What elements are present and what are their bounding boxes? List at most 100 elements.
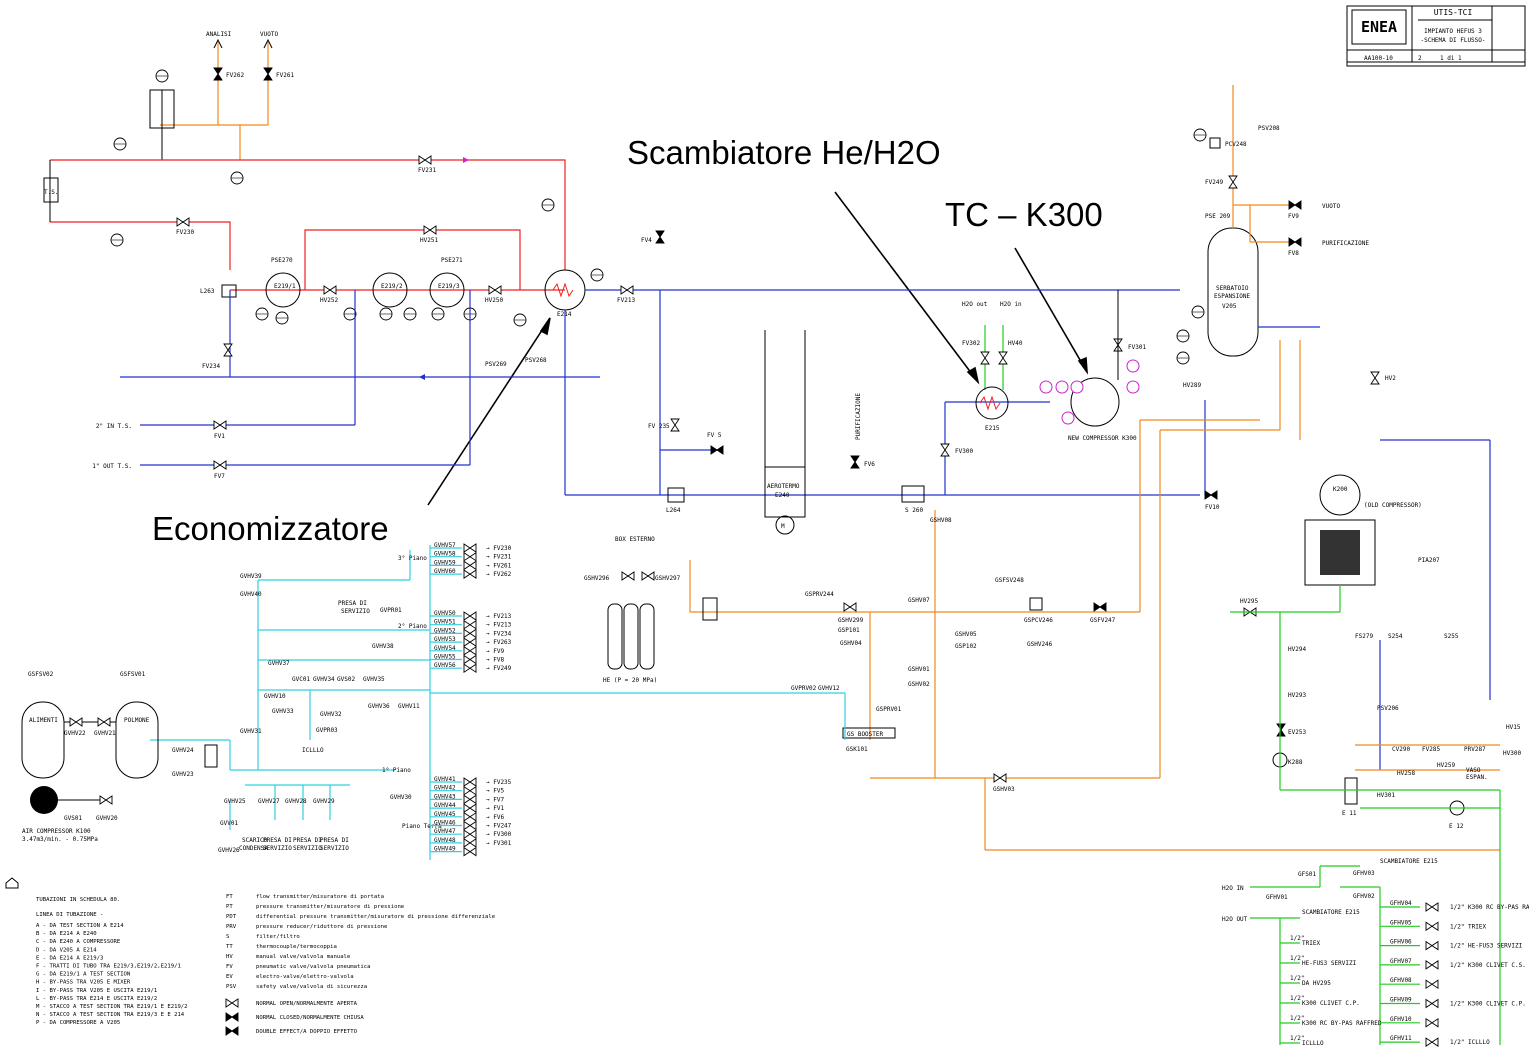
gvhv-label: GVHV54	[434, 645, 456, 652]
gvhv-label: GVHV58	[434, 551, 456, 558]
svg-text:NEW COMPRESSOR K300: NEW COMPRESSOR K300	[1068, 435, 1137, 442]
legend-abbr-desc: filter/filtro	[256, 934, 300, 940]
gf-right-item: 1/2" HE-FUS3 SERVIZI	[1450, 943, 1523, 950]
svg-text:H2O OUT: H2O OUT	[1222, 916, 1248, 923]
svg-text:GSHV05: GSHV05	[955, 631, 977, 638]
serbatoio-v205: SERBATOIO ESPANSIONE V205 PSE 209 FV249 …	[1176, 85, 1396, 389]
gf-left-item: ICLLLO	[1302, 1040, 1324, 1047]
valve-symbol	[1425, 1018, 1439, 1028]
svg-text:VASO: VASO	[1466, 767, 1481, 774]
svg-text:1° Piano: 1° Piano	[382, 767, 411, 774]
svg-text:GSHV246: GSHV246	[1027, 641, 1053, 648]
svg-text:HV251: HV251	[420, 237, 438, 244]
svg-text:GVHV32: GVHV32	[320, 711, 342, 718]
revision: 2	[1418, 55, 1422, 62]
svg-text:GVHV34: GVHV34	[313, 676, 335, 683]
svg-text:PRESA DI: PRESA DI	[293, 837, 322, 844]
svg-text:FV 235: FV 235	[648, 423, 670, 430]
test-section-box	[43, 177, 59, 203]
annotation-economizzatore: Economizzatore	[152, 510, 389, 547]
svg-text:FV261: FV261	[276, 72, 294, 79]
svg-text:PRESA DI: PRESA DI	[320, 837, 349, 844]
svg-text:GVHV35: GVHV35	[363, 676, 385, 683]
gf-right-item: 1/2" K300 CLIVET C.P.	[1450, 1001, 1526, 1008]
svg-text:GVHV20: GVHV20	[96, 815, 118, 822]
svg-text:POLMONE: POLMONE	[124, 717, 150, 724]
enea-logo: ENEA	[1361, 18, 1397, 36]
svg-text:SERVIZIO: SERVIZIO	[341, 608, 370, 615]
gf-left-item: DA HV295	[1302, 980, 1331, 987]
legend-abbr-key: PDT	[226, 914, 237, 920]
svg-text:E219/1: E219/1	[274, 283, 296, 290]
svg-text:GVHV37: GVHV37	[268, 660, 290, 667]
svg-text:HV250: HV250	[485, 297, 503, 304]
valve-symbol	[463, 812, 477, 822]
gvhv-target: → FV1	[486, 805, 504, 812]
svg-text:GVHV23: GVHV23	[172, 771, 194, 778]
svg-text:FV234: FV234	[202, 363, 220, 370]
svg-text:GVPR03: GVPR03	[316, 727, 338, 734]
gf-valve-label: GFHV08	[1390, 977, 1412, 984]
gvhv-target: → FV6	[486, 814, 504, 821]
valve-symbol	[463, 663, 477, 673]
svg-text:PSE270: PSE270	[271, 257, 293, 264]
svg-text:GSPRV244: GSPRV244	[805, 591, 834, 598]
valve-symbol	[463, 847, 477, 857]
svg-text:PIA207: PIA207	[1418, 557, 1440, 564]
svg-text:FV4: FV4	[641, 237, 652, 244]
svg-text:HE (P = 20 MPa): HE (P = 20 MPa)	[603, 677, 657, 684]
legend-abbr-desc: safety valve/valvola di sicurezza	[256, 984, 367, 990]
helium-return-lines: FV213 FV4 FV 235 FV 5 FV1 FV7 2" IN T.S.…	[92, 230, 1491, 770]
svg-text:ICLLLO: ICLLLO	[302, 747, 324, 754]
svg-text:S254: S254	[1388, 633, 1403, 640]
gf-water-distribution: H2O IN H2O OUT GFS01 GFHV01 GFHV03 GFHV0…	[1222, 858, 1438, 1045]
svg-text:GVC01: GVC01	[292, 676, 310, 683]
svg-text:GSHV296: GSHV296	[584, 575, 610, 582]
svg-text:GFHV03: GFHV03	[1353, 870, 1375, 877]
svg-text:GSHV03: GSHV03	[993, 786, 1015, 793]
svg-text:1" OUT T.S.: 1" OUT T.S.	[92, 463, 132, 470]
svg-text:E 11: E 11	[1342, 810, 1357, 817]
svg-text:GVHV10: GVHV10	[264, 693, 286, 700]
legend-abbr-key: TT	[226, 944, 233, 950]
svg-text:GSPRV01: GSPRV01	[876, 706, 902, 713]
orange-service-piping: GSHV03	[689, 340, 1500, 851]
gvhv-target: → FV8	[486, 657, 504, 664]
svg-text:GVHV24: GVHV24	[172, 747, 194, 754]
gvhv-label: GVHV42	[434, 785, 456, 792]
svg-text:GSHV01: GSHV01	[908, 666, 930, 673]
svg-text:FV301: FV301	[1128, 344, 1146, 351]
gf-right-item: 1/2" ICLLLO	[1450, 1039, 1490, 1046]
svg-text:PURIFICAZIONE: PURIFICAZIONE	[855, 393, 862, 440]
svg-text:ESPANSIONE: ESPANSIONE	[1214, 293, 1251, 300]
gvhv-target: → FV234	[486, 630, 512, 637]
legend: TUBAZIONI IN SCHEDULA 80. LINEA DI TUBAZ…	[5, 877, 496, 1036]
valve-symbol	[463, 569, 477, 579]
svg-text:GVHV36: GVHV36	[368, 703, 390, 710]
svg-text:E240: E240	[775, 492, 790, 499]
svg-text:(OLD COMPRESSOR): (OLD COMPRESSOR)	[1364, 502, 1422, 509]
valve-symbol	[1425, 941, 1439, 951]
gf-pipe-size: 1/2"	[1290, 935, 1304, 942]
svg-text:EV253: EV253	[1288, 729, 1306, 736]
svg-text:HV294: HV294	[1288, 646, 1306, 653]
svg-text:GSHV04: GSHV04	[840, 640, 862, 647]
title-code: UTIS-TCI	[1434, 8, 1473, 17]
legend-line-item: D - DA V205 A E214	[36, 947, 97, 953]
svg-text:FV285: FV285	[1422, 746, 1440, 753]
gvhv-target: → FV230	[486, 545, 512, 552]
gf-pipe-size: 1/2"	[1290, 1035, 1304, 1042]
valve-symbol	[1425, 979, 1439, 989]
svg-text:GVHV26: GVHV26	[218, 847, 240, 854]
valve-symbol	[225, 998, 239, 1008]
svg-text:SCAMBIATORE E215: SCAMBIATORE E215	[1380, 858, 1438, 865]
e219-heaters: PSE270 PSE271 E219/1 E219/2 E219/3 HV252…	[200, 257, 503, 325]
svg-text:K200: K200	[1333, 486, 1348, 493]
legend-abbr-desc: differential pressure transmitter/misura…	[256, 914, 496, 920]
legend-abbr-key: HV	[226, 954, 233, 960]
svg-text:GVHV33: GVHV33	[272, 708, 294, 715]
valve-symbol	[463, 628, 477, 638]
legend-abbr-desc: pneumatic valve/valvola pneumatica	[256, 964, 371, 970]
svg-text:HV2: HV2	[1385, 375, 1396, 382]
gf-valve-label: GFHV09	[1390, 997, 1412, 1004]
